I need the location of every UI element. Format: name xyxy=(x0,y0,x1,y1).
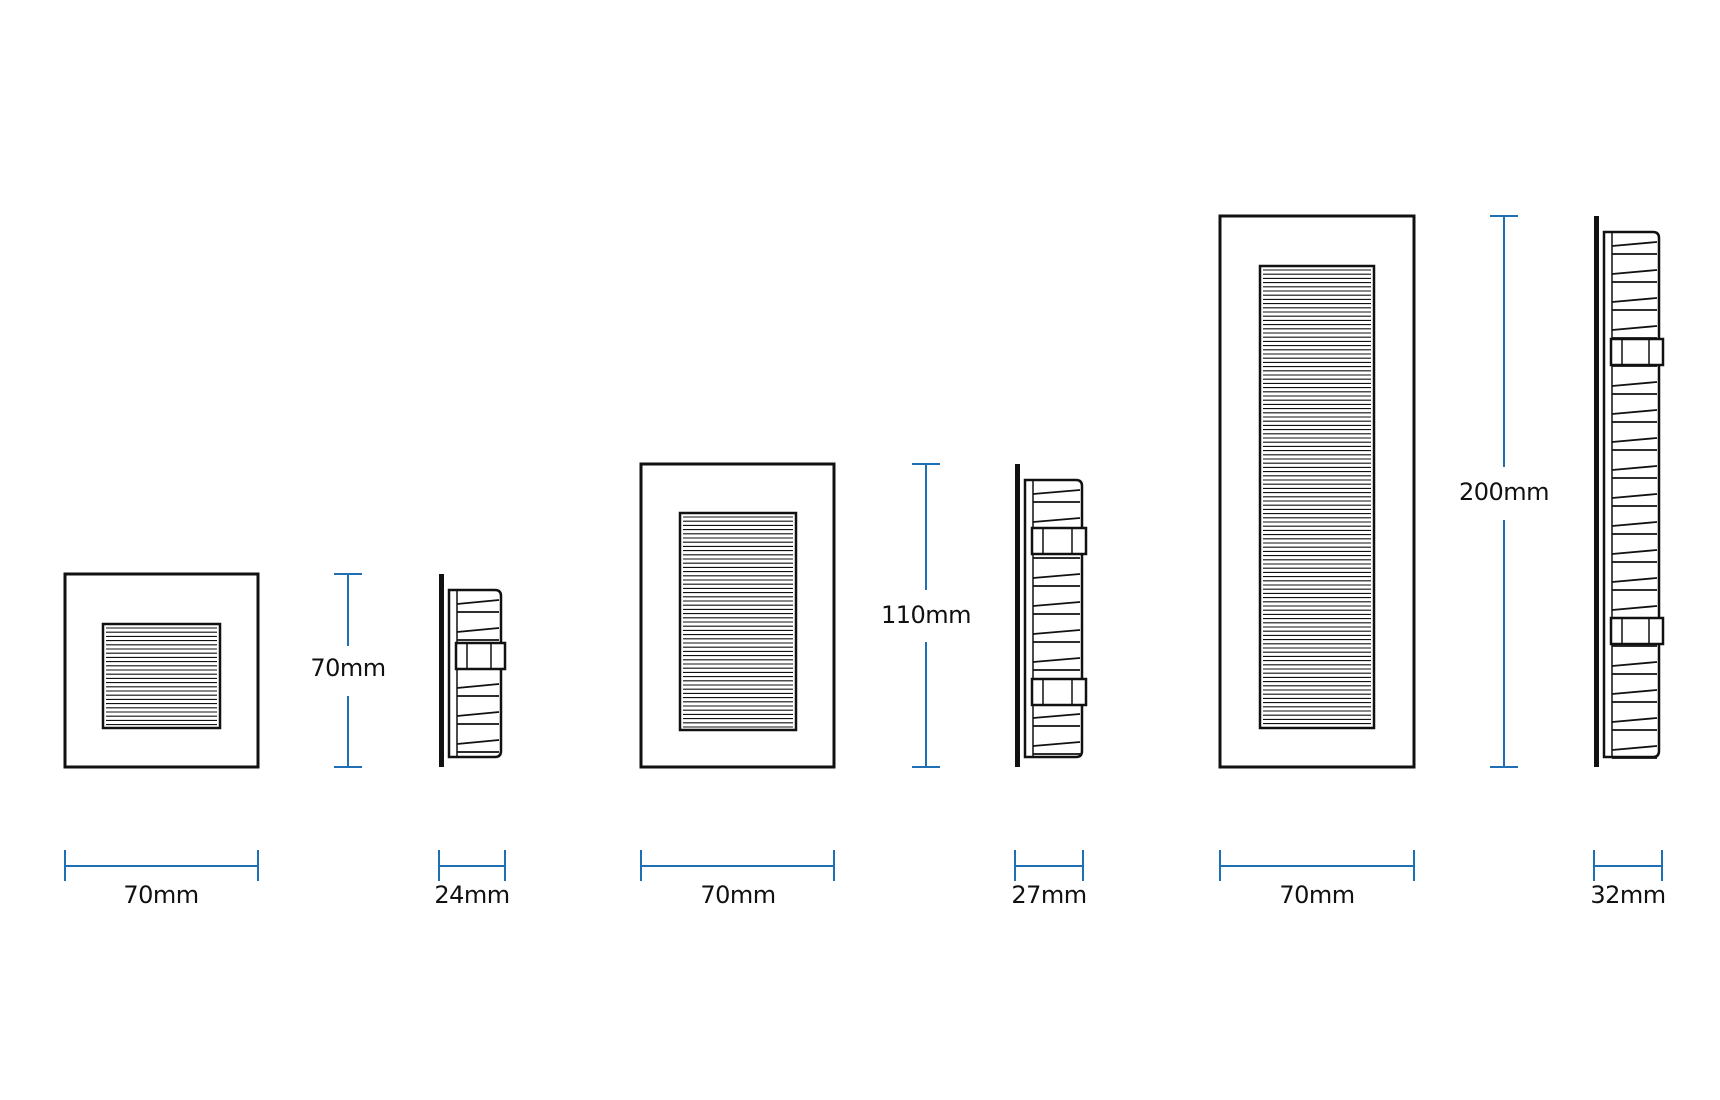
product-small-side-view xyxy=(439,574,507,767)
product-small-height-dimension: 70mm xyxy=(310,573,386,768)
depth-label: 24mm xyxy=(434,881,509,909)
side-profile xyxy=(1594,216,1665,767)
product-small: 70mm 70mm 24mm xyxy=(63,572,510,909)
product-large-depth-dimension: 32mm xyxy=(1590,850,1666,909)
depth-label: 32mm xyxy=(1590,881,1665,909)
product-medium-height-dimension: 110mm xyxy=(881,463,972,768)
louver-grille xyxy=(101,622,222,730)
front-width-label: 70mm xyxy=(1279,881,1354,909)
height-label: 110mm xyxy=(881,601,971,629)
product-large-width-dimension: 70mm xyxy=(1219,850,1415,909)
louver-slats xyxy=(106,627,217,726)
product-large: 200mm 70mm 32mm xyxy=(1218,214,1666,909)
side-profile xyxy=(439,574,507,767)
product-small-front-view xyxy=(63,572,260,769)
product-medium: 110mm 70mm 27mm xyxy=(639,462,1088,909)
side-profile xyxy=(1015,464,1088,767)
product-small-depth-dimension: 24mm xyxy=(434,850,510,909)
depth-label: 27mm xyxy=(1011,881,1086,909)
product-small-width-dimension: 70mm xyxy=(64,850,259,909)
height-label: 70mm xyxy=(310,654,385,682)
product-medium-depth-dimension: 27mm xyxy=(1011,850,1087,909)
product-large-height-dimension: 200mm xyxy=(1459,215,1550,768)
height-label: 200mm xyxy=(1459,478,1549,506)
product-medium-side-view xyxy=(1015,464,1088,767)
product-large-front-view xyxy=(1218,214,1416,769)
louver-slats xyxy=(1263,269,1371,725)
louver-slats xyxy=(683,516,793,728)
front-width-label: 70mm xyxy=(123,881,198,909)
product-large-side-view xyxy=(1594,216,1665,767)
product-medium-width-dimension: 70mm xyxy=(640,850,835,909)
front-width-label: 70mm xyxy=(700,881,775,909)
product-medium-front-view xyxy=(639,462,836,769)
